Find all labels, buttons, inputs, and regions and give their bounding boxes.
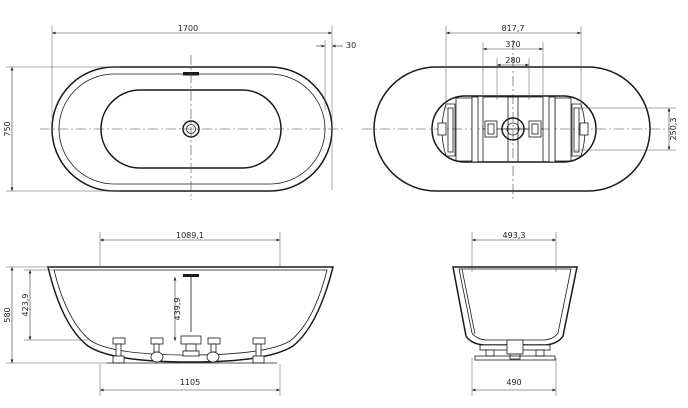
dim-front-inner-depth: 423,9: [21, 294, 30, 317]
dim-front-drain-depth: 439,9: [173, 298, 182, 321]
dim-top-rim-offset: 30: [346, 41, 356, 50]
front-drain-trap: [180, 335, 202, 357]
right-support-frame: [548, 96, 586, 163]
dim-side-inner-width: 493,3: [503, 231, 526, 240]
drain-outlet-icon: [501, 117, 525, 141]
dim-front-inner-length: 1089,1: [176, 231, 204, 240]
front-foot-3: [206, 337, 221, 363]
dim-top-length: 1700: [178, 24, 198, 33]
dim-top-width: 750: [3, 121, 12, 136]
front-foot-4: [252, 337, 266, 364]
leveling-foot-left: [484, 120, 498, 138]
top-view: 1700 30 750: [3, 24, 356, 200]
dim-front-height: 580: [3, 307, 12, 322]
dim-front-base-length: 1105: [180, 378, 200, 387]
front-foot-2: [150, 337, 164, 363]
dim-side-base-width: 490: [506, 378, 521, 387]
side-base-frame: [474, 339, 556, 361]
bottom-view: 817,7 370 280 250,3: [362, 24, 678, 200]
dim-bottom-feet-inner: 280: [505, 56, 520, 65]
dim-bottom-feet-depth: 250,3: [669, 118, 678, 141]
side-view-inner-shell: [458, 268, 572, 341]
leveling-foot-far-left: [437, 122, 447, 136]
dim-bottom-feet-outer: 370: [505, 40, 520, 49]
front-view: 1089,1 1105 580 423,9 439,9: [3, 231, 334, 396]
front-view-outer-shell: [47, 266, 334, 363]
side-view: 493,3 490: [452, 231, 578, 396]
leveling-foot-far-right: [579, 122, 589, 136]
dim-bottom-overall: 817,7: [502, 24, 525, 33]
overflow-icon: [183, 274, 199, 277]
leveling-foot-right: [528, 120, 542, 138]
side-view-outer-shell: [452, 266, 578, 346]
left-support-frame: [441, 96, 479, 163]
